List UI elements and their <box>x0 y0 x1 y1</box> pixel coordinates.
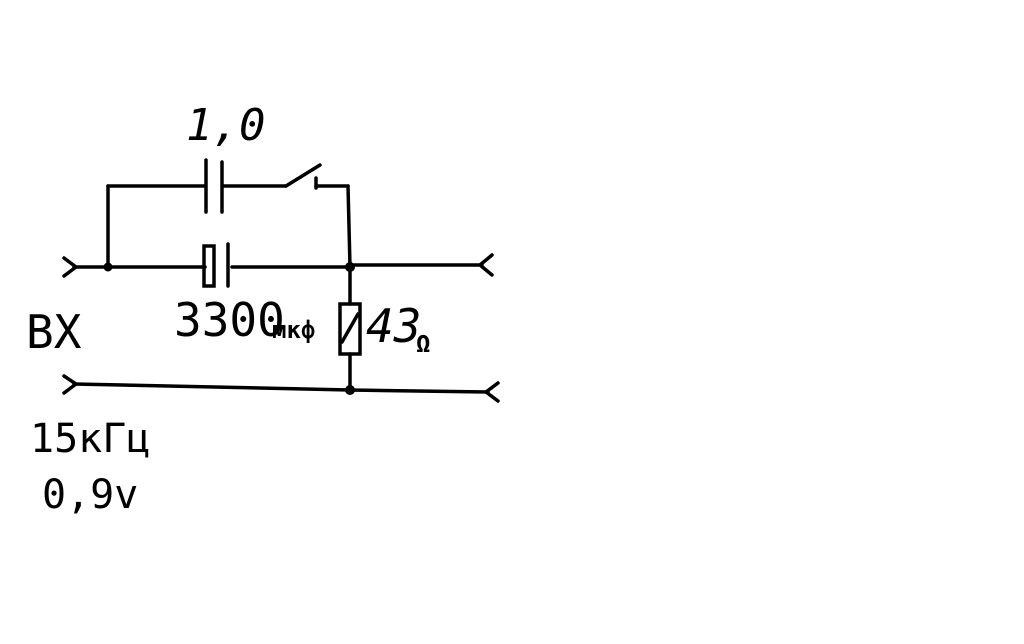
capacitor-icon <box>204 158 224 214</box>
switch-icon <box>284 163 322 190</box>
junction-dot-top-right <box>345 262 355 272</box>
main-wire-bottom <box>72 382 490 394</box>
capacitor-top-value: 1,0 <box>186 100 265 151</box>
polarized-capacitor-icon <box>202 242 230 288</box>
main-wire-top <box>72 263 484 269</box>
capacitor-main-unit: мкф <box>272 316 315 344</box>
parallel-branch-wire <box>106 184 352 269</box>
signal-frequency-label: 15кГц <box>30 416 150 462</box>
capacitor-main-value: 3300 <box>174 293 285 347</box>
signal-voltage-label: 0,9v <box>42 472 138 518</box>
resistor-icon <box>338 302 362 356</box>
resistor-value: 43 <box>366 299 421 353</box>
input-label: ВХ <box>26 305 82 359</box>
junction-dot-input <box>103 262 113 272</box>
junction-dot-bottom-right <box>345 385 355 395</box>
resistor-unit: Ω <box>416 330 430 358</box>
